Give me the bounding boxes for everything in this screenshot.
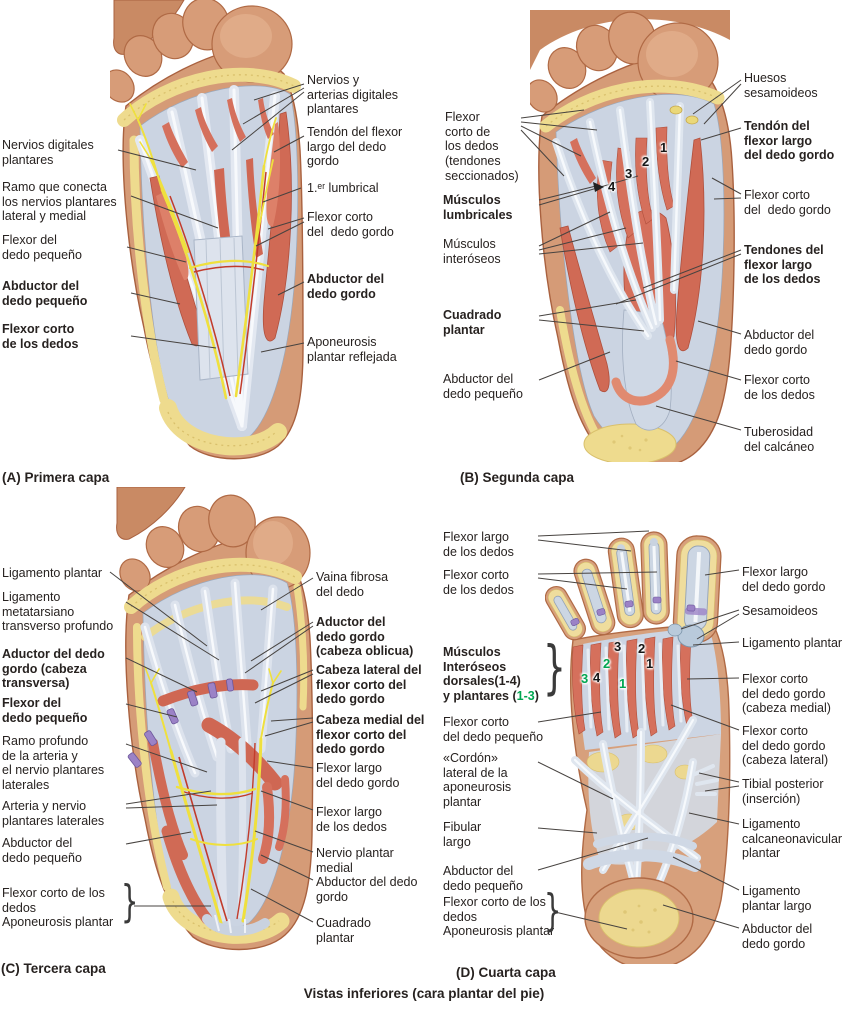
label-abductor-dedo-gordo-c: Abductor del dedo gordo xyxy=(316,875,418,904)
caption-panel-c: (C) Tercera capa xyxy=(1,961,106,976)
label-ligamento-plantar-c: Ligamento plantar xyxy=(2,566,103,580)
label-musculos-lumbricales: Músculos lumbricales xyxy=(443,193,513,222)
label-flexor-corto-aponeurosis-c: Flexor corto de los dedos Aponeurosis pl… xyxy=(2,886,114,930)
foot-illustration-third-layer xyxy=(116,487,314,951)
muscle-number: 2 xyxy=(642,154,650,169)
label-flexor-dedo-pequeno-a: Flexor del dedo pequeño xyxy=(2,233,82,262)
label-flexor-largo-dedos-c: Flexor largo de los dedos xyxy=(316,805,387,834)
foot-illustration-first-layer xyxy=(110,0,304,460)
label-flexor-largo-dedos-d: Flexor largo de los dedos xyxy=(443,530,514,559)
label-tibial-posterior: Tibial posterior (inserción) xyxy=(742,777,824,806)
muscle-number-green: 2 xyxy=(603,656,611,671)
label-flexor-corto-dedo-pequeno-d: Flexor corto del dedo pequeño xyxy=(443,715,544,744)
label-flexor-corto-dedos-d: Flexor corto de los dedos xyxy=(443,568,514,597)
label-flexor-corto-dedos-seccionados: Flexor corto de los dedos (tendones secc… xyxy=(445,110,519,183)
label-musculos-interoseos-d: Músculos Interóseos dorsales(1-4) y plan… xyxy=(443,645,539,703)
label-flexor-corto-cabeza-lateral: Flexor corto del dedo gordo (cabeza late… xyxy=(742,724,829,768)
label-flexor-corto-aponeurosis-d: Flexor corto de los dedos Aponeurosis pl… xyxy=(443,895,555,939)
label-flexor-corto-dedos-b: Flexor corto de los dedos xyxy=(744,373,815,402)
label-tendon-flexor-largo-gordo-a: Tendón del flexor largo del dedo gordo xyxy=(307,125,403,169)
muscle-number: 3 xyxy=(614,639,622,654)
muscle-number: 4 xyxy=(608,179,616,194)
label-arteria-nervio-plantares: Arteria y nervio plantares laterales xyxy=(2,799,105,828)
label-abductor-dedo-gordo-a: Abductor del dedo gordo xyxy=(307,272,385,301)
foot-illustration-fourth-layer xyxy=(545,531,731,964)
label-flexor-largo-gordo-c: Flexor largo del dedo gordo xyxy=(316,761,400,790)
label-ramo-profundo: Ramo profundo de la arteria y el nervio … xyxy=(2,734,105,792)
label-aductor-cabeza-transversa: Aductor del dedo gordo (cabeza transvers… xyxy=(2,647,105,691)
label-vaina-fibrosa: Vaina fibrosa del dedo xyxy=(316,570,389,599)
label-ramo-que-conecta: Ramo que conecta los nervios plantares l… xyxy=(2,180,117,224)
caption-panel-b: (B) Segunda capa xyxy=(460,470,575,485)
label-flexor-corto-dedos-a: Flexor corto de los dedos xyxy=(2,322,79,351)
label-nervios-digitales-plantares: Nervios digitales plantares xyxy=(2,138,94,167)
brace: } xyxy=(121,876,139,927)
caption-panel-d: (D) Cuarta capa xyxy=(456,965,556,980)
muscle-number: 4 xyxy=(593,670,601,685)
muscle-number: 1 xyxy=(646,656,654,671)
muscle-number: 2 xyxy=(638,641,646,656)
label-ligamento-plantar-d: Ligamento plantar xyxy=(742,636,843,650)
label-musculos-interoseos-b: Músculos interóseos xyxy=(443,237,501,266)
label-abductor-dedo-pequeno-b: Abductor del dedo pequeño xyxy=(443,372,523,401)
label-flexor-corto-dedo-gordo-a: Flexor corto del dedo gordo xyxy=(307,210,394,239)
label-cabeza-medial-flexor: Cabeza medial del flexor corto del dedo … xyxy=(316,713,425,757)
label-aponeurosis-plantar-reflejada: Aponeurosis plantar reflejada xyxy=(307,335,397,364)
label-aductor-cabeza-oblicua: Aductor del dedo gordo (cabeza oblicua) xyxy=(316,615,414,659)
label-cabeza-lateral-flexor: Cabeza lateral del flexor corto del dedo… xyxy=(316,663,422,707)
label-flexor-dedo-pequeno-c: Flexor del dedo pequeño xyxy=(2,696,88,725)
label-abductor-dedo-pequeno-a: Abductor del dedo pequeño xyxy=(2,279,88,308)
label-ligamento-plantar-largo: Ligamento plantar largo xyxy=(742,884,812,913)
label-cuadrado-plantar-c: Cuadrado plantar xyxy=(316,916,371,945)
label-tuberosidad-calcaneo: Tuberosidad del calcáneo xyxy=(744,425,815,454)
label-tendones-flexor-largo-dedos: Tendones del flexor largo de los dedos xyxy=(744,243,824,287)
muscle-number-green: 3 xyxy=(581,671,589,686)
label-cordon-lateral-aponeurosis: «Cordón» lateral de la aponeurosis plant… xyxy=(443,751,512,809)
muscle-number: 3 xyxy=(625,166,633,181)
label-nervios-arterias-digitales: Nervios y arterias digitales plantares xyxy=(307,73,399,117)
muscle-number-green: 1 xyxy=(619,676,627,691)
label-abductor-dedo-pequeno-c: Abductor del dedo pequeño xyxy=(2,836,82,865)
label-abductor-dedo-gordo-d: Abductor del dedo gordo xyxy=(742,922,813,951)
label-huesos-sesamoideos: Huesos sesamoideos xyxy=(744,71,818,100)
label-nervio-plantar-medial: Nervio plantar medial xyxy=(316,846,394,875)
label-flexor-corto-cabeza-medial: Flexor corto del dedo gordo (cabeza medi… xyxy=(742,672,831,716)
caption-panel-a: (A) Primera capa xyxy=(2,470,110,485)
label-primer-lumbrical: 1.ᵉʳ lumbrical xyxy=(307,181,379,195)
label-sesamoideos: Sesamoideos xyxy=(742,604,818,618)
figure-caption: Vistas inferiores (cara plantar del pie) xyxy=(303,986,545,1001)
brace: } xyxy=(543,633,566,701)
label-ligamento-metatarsiano: Ligamento metatarsiano transverso profun… xyxy=(2,590,114,634)
label-cuadrado-plantar-b: Cuadrado plantar xyxy=(443,308,502,337)
label-abductor-dedo-gordo-b: Abductor del dedo gordo xyxy=(744,328,815,357)
label-abductor-dedo-pequeno-d: Abductor del dedo pequeño xyxy=(443,864,523,893)
muscle-number: 1 xyxy=(660,140,668,155)
label-fibular-largo: Fibular largo xyxy=(443,820,482,849)
label-ligamento-calcaneonavicular: Ligamento calcaneonavicular plantar xyxy=(742,817,843,861)
foot-illustration-second-layer xyxy=(530,10,735,462)
label-flexor-largo-gordo-d: Flexor largo del dedo gordo xyxy=(742,565,826,594)
label-tendon-flexor-largo-gordo-b: Tendón del flexor largo del dedo gordo xyxy=(744,119,835,163)
label-flexor-corto-dedo-gordo-b: Flexor corto del dedo gordo xyxy=(744,188,831,217)
brace: } xyxy=(544,885,562,936)
